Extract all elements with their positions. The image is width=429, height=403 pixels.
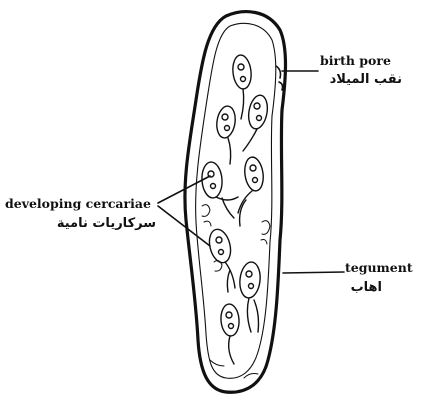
birth-pore: [276, 66, 283, 90]
label-tegument-arabic: اهاب: [351, 281, 382, 294]
leader-tegument: [283, 272, 344, 273]
tegument-inner-wall: [196, 23, 276, 378]
label-developing-cercariae-arabic: سركاريات نامية: [57, 217, 156, 230]
cercaria: [220, 303, 240, 364]
cercariae-group: [201, 54, 270, 364]
cercaria: [215, 105, 237, 164]
label-birth-pore-arabic: نقب الميلاد: [330, 73, 402, 86]
cercaria: [238, 156, 265, 226]
cercaria: [243, 94, 270, 151]
cercaria: [238, 261, 262, 332]
tegument-outer-wall: [185, 12, 286, 393]
tegument-texture: [202, 205, 270, 378]
cercaria: [206, 227, 235, 292]
label-tegument: tegument: [345, 262, 413, 275]
cercaria: [201, 161, 238, 218]
redia-body: [185, 12, 286, 393]
label-birth-pore: birth pore: [320, 55, 391, 68]
label-developing-cercariae: developing cercariae: [5, 198, 151, 211]
